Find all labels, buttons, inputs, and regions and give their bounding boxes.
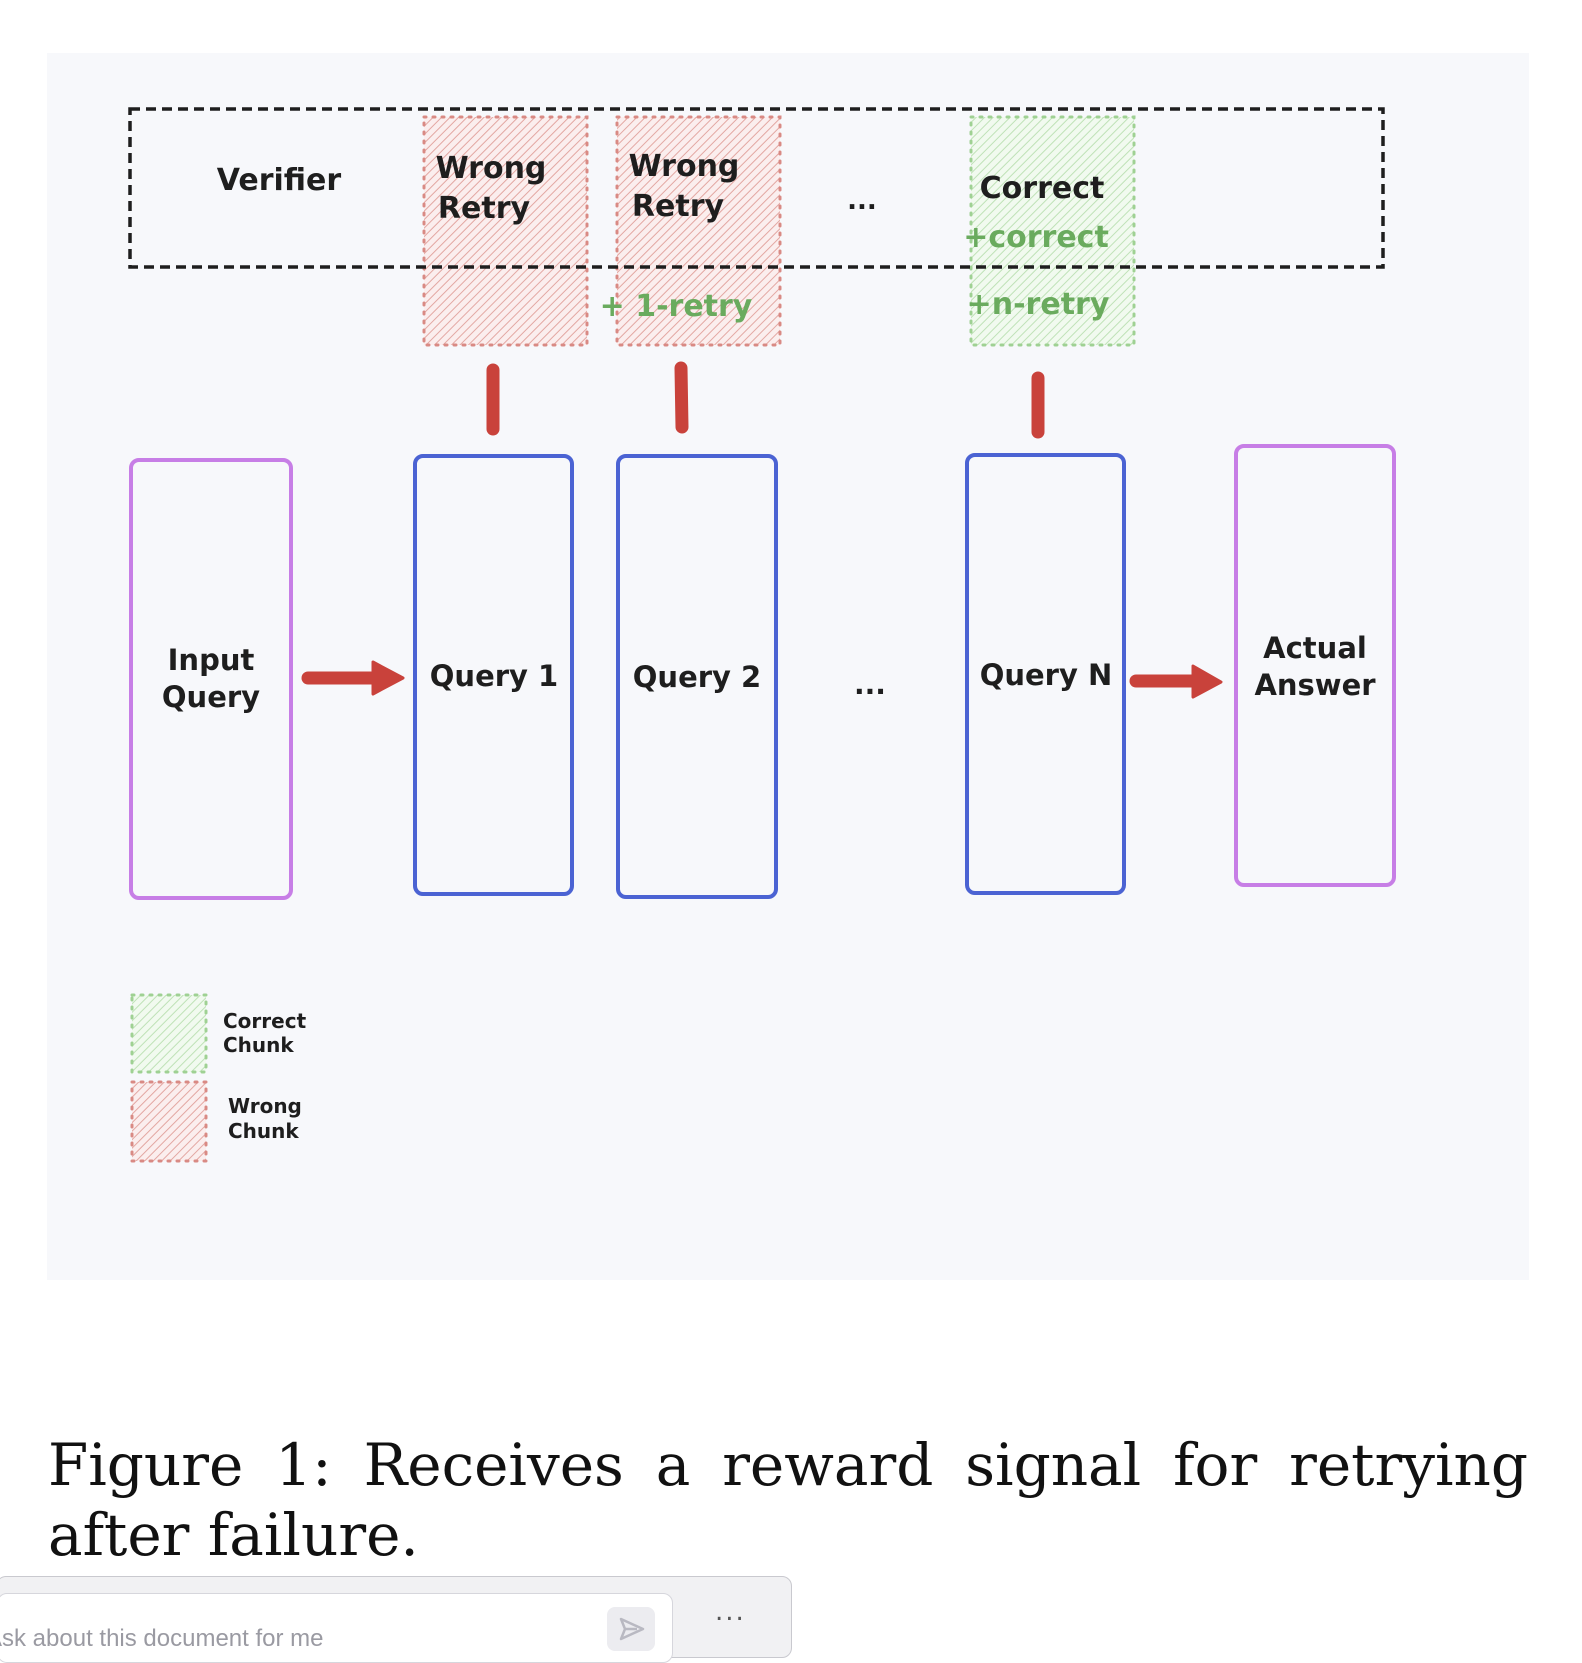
chunk-2-line1: Wrong [629, 149, 740, 184]
input-query-box [129, 458, 293, 900]
chunk-2-line2: Retry [632, 189, 725, 224]
retry-diagram: Verifier Wrong Retry Wrong Retry + 1-ret… [128, 107, 1396, 1163]
actual-answer-line2: Answer [1254, 668, 1376, 702]
query-n-box [965, 453, 1126, 895]
legend-wrong-line2: Chunk [228, 1119, 299, 1143]
legend-wrong-swatch [130, 1080, 208, 1163]
chat-bar: ... [0, 1576, 792, 1663]
query-1-box [413, 454, 574, 896]
more-options-icon[interactable]: ... [715, 1597, 746, 1627]
legend-correct-swatch [130, 993, 208, 1074]
actual-answer-box [1234, 444, 1396, 887]
query-n-label: Query N [980, 658, 1113, 692]
input-query-line1: Input [168, 643, 255, 677]
chunk-3-line1: Correct [980, 171, 1105, 206]
input-query-line2: Query [162, 680, 260, 714]
query-1-label: Query 1 [430, 659, 558, 693]
send-icon[interactable] [607, 1607, 655, 1651]
top-ellipsis: ... [847, 186, 877, 216]
chat-input[interactable] [0, 1593, 673, 1663]
legend-correct-line2: Chunk [223, 1033, 294, 1057]
verifier-box [128, 107, 1385, 269]
wrong-chunk-1 [422, 115, 589, 347]
query-2-label: Query 2 [633, 660, 761, 694]
wrong-chunk-2 [615, 115, 782, 347]
arrow-head-1 [371, 660, 405, 696]
chunk-1-line2: Retry [438, 191, 531, 226]
chunk-3-line2: +correct [963, 220, 1109, 255]
arrow-head-2 [1191, 664, 1223, 699]
verifier-label: Verifier [217, 163, 342, 198]
chunk-1-line1: Wrong [436, 151, 547, 186]
figure-panel: Verifier Wrong Retry Wrong Retry + 1-ret… [47, 53, 1529, 1280]
figure-caption: Figure 1: Receives a reward signal for r… [48, 1431, 1528, 1569]
middle-ellipsis: ... [854, 668, 886, 701]
legend-correct-line1: Correct [223, 1009, 307, 1033]
chunk-2-reward: + 1-retry [600, 289, 753, 324]
correct-chunk [969, 115, 1136, 347]
connector-2 [674, 361, 689, 434]
legend-wrong-line1: Wrong [228, 1094, 302, 1118]
chunk-3-reward: +n-retry [967, 287, 1110, 322]
query-2-box [616, 454, 778, 899]
actual-answer-line1: Actual [1263, 631, 1367, 665]
